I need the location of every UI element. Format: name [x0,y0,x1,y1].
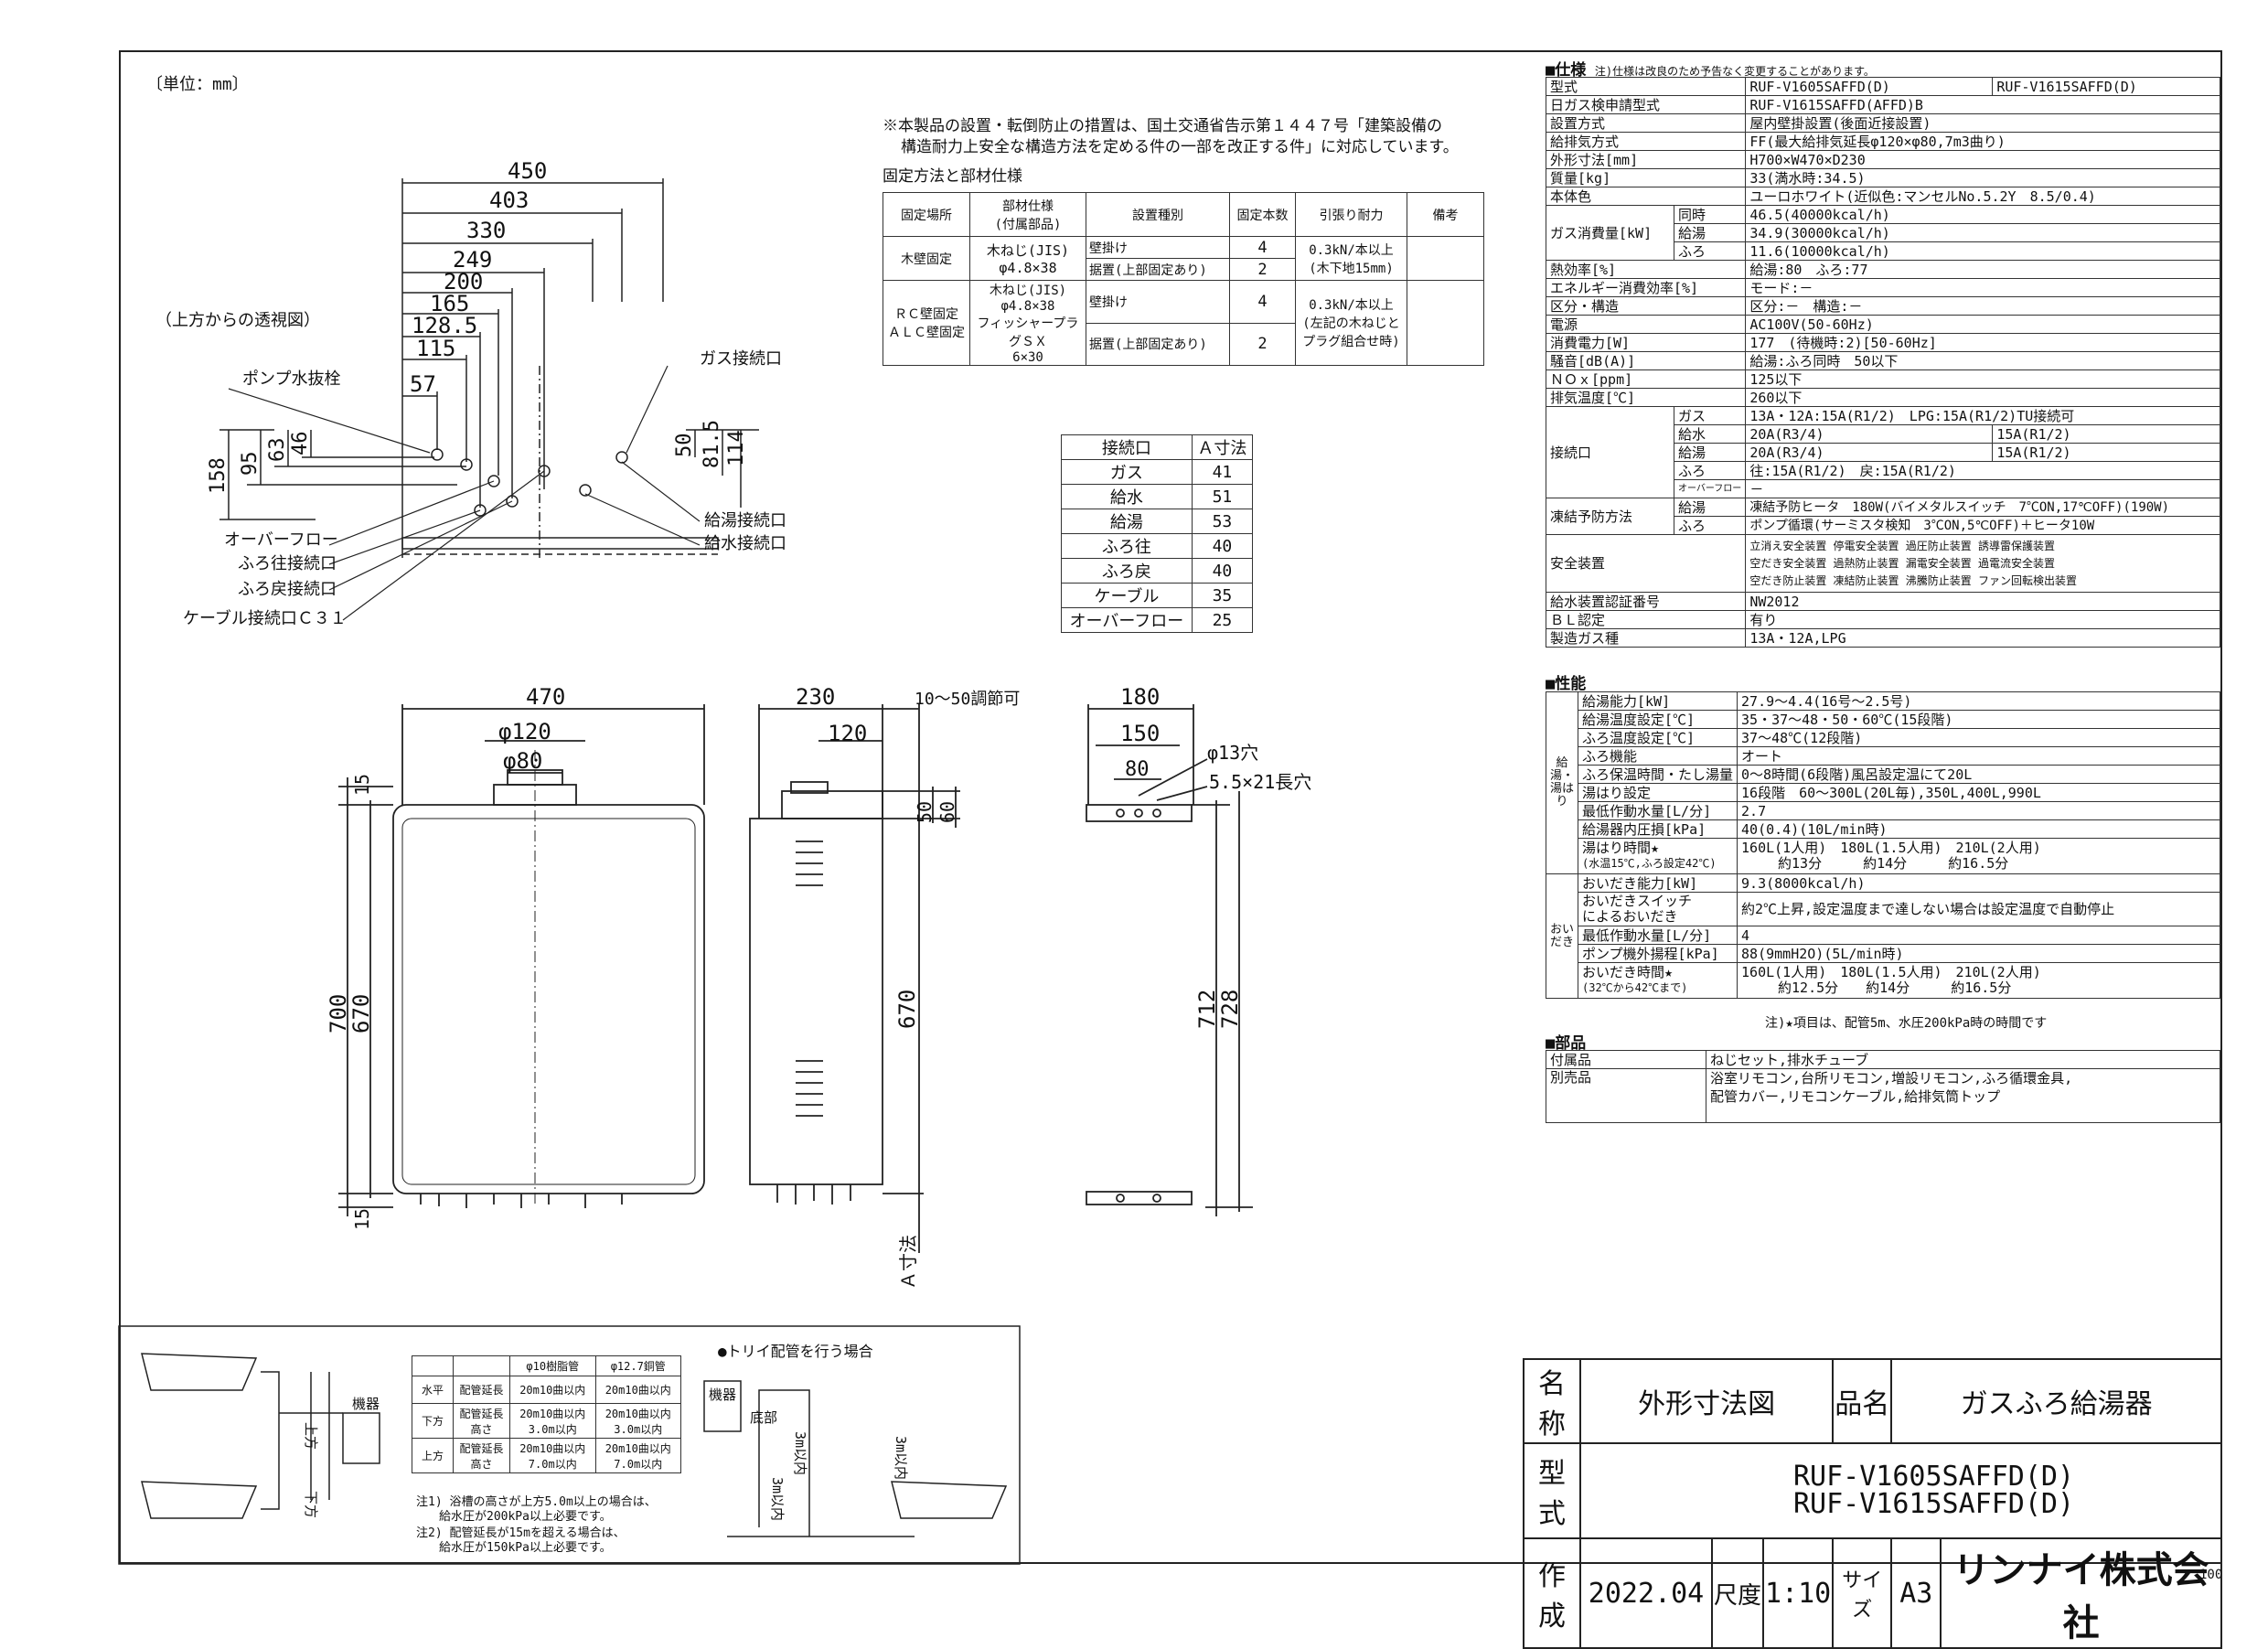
dim-165: 165 [430,291,469,316]
label-water-port: 給水接続口 [704,534,786,553]
svg-text:60: 60 [936,801,958,823]
side-view [749,704,960,1253]
svg-text:給水圧が150kPa以上必要です。: 給水圧が150kPa以上必要です。 [439,1541,612,1555]
svg-text:63: 63 [266,438,289,463]
svg-text:機器: 機器 [352,1396,380,1412]
fixing-table: 固定場所 部材仕様 (付属部品) 設置種別 固定本数 引張り耐力 備考 木壁固定… [883,192,1484,366]
svg-text:150: 150 [1120,721,1160,746]
bracket-dim-labels: 180 150 80 φ13穴 5.5×21長穴 712 728 [1120,684,1311,1029]
label-cable-port: ケーブル接続口Ｃ３１ [183,608,347,628]
svg-text:670: 670 [348,994,374,1033]
dim-249: 249 [453,247,492,273]
svg-text:φ80: φ80 [503,748,542,774]
svg-text:機器: 機器 [709,1387,736,1403]
side-dim-labels: 230 120 10～50調節可 50 60 670 Ａ寸法 [796,684,1020,1290]
bracket-view [1086,704,1253,1216]
svg-text:158: 158 [207,457,230,494]
top-port-labels: ポンプ水抜栓 ガス接続口 オーバーフロー ふろ往接続口 ふろ戻接続口 ケーブル接… [183,349,786,628]
svg-text:φ13穴: φ13穴 [1207,742,1258,764]
label-bath-out: ふろ往接続口 [238,554,337,573]
label-pump-drain: ポンプ水抜栓 [242,369,340,389]
top-dim-labels: 450 403 330 249 200 165 128.5 115 57 [410,158,547,397]
svg-text:下方: 下方 [303,1491,319,1518]
label-gas-port: ガス接続口 [700,349,782,369]
fixing-title: 固定方法と部材仕様 [883,167,1022,186]
top-leaders [228,365,701,621]
drawing-frame [119,50,2222,1564]
svg-text:120: 120 [828,721,867,746]
title-block: 名称 外形寸法図 品名 ガスふろ給湯器 型式 RUF-V1605SAFFD(D)… [1523,1358,2222,1649]
dim-115: 115 [416,336,455,361]
label-hot-port: 給湯接続口 [704,511,786,530]
svg-text:50: 50 [673,434,696,458]
svg-text:給水圧が200kPa以上必要です。: 給水圧が200kPa以上必要です。 [439,1510,612,1524]
svg-text:15: 15 [351,1208,373,1230]
top-view-dims [219,178,759,558]
svg-text:46: 46 [289,432,312,456]
notice-line-2: 構造耐力上安全な構造方法を定める件の一部を改正する件」に対応しています。 [901,138,1459,156]
unit-label: 〔単位：mm〕 [146,75,249,94]
perf-note: 注)★項目は、配管5m、水圧200kPa時の時間です [1765,1016,2048,1031]
dim-403: 403 [489,187,529,213]
svg-text:3m以内: 3m以内 [893,1436,909,1480]
dim-128-5: 128.5 [412,313,477,338]
top-view-label: （上方からの透視図） [155,311,320,330]
svg-text:注2) 配管延長が15mを超える場合は、: 注2) 配管延長が15mを超える場合は、 [416,1526,626,1540]
svg-text:180: 180 [1120,684,1160,710]
dim-450: 450 [508,158,547,184]
top-vdim-labels: 158 95 63 46 50 81.5 114 [207,420,748,494]
dim-200: 200 [444,269,483,294]
parts-title: ■部品 [1546,1034,1587,1053]
svg-text:10～50調節可: 10～50調節可 [915,690,1020,709]
svg-text:230: 230 [796,684,835,710]
svg-text:712: 712 [1194,990,1220,1029]
svg-text:81.5: 81.5 [701,420,723,468]
svg-text:670: 670 [894,990,920,1029]
perf-table: 給湯・湯はり給湯能力[kW]27.9～4.4(16号～2.5号) 給湯温度設定[… [1546,691,2220,999]
front-view [338,704,705,1216]
dim-330: 330 [466,218,506,243]
spec-header: ■仕様 注)仕様は改良のため予告なく変更することがあります。 [1546,61,1875,80]
svg-text:上方: 上方 [303,1422,319,1450]
svg-text:3m以内: 3m以内 [792,1431,808,1475]
svg-text:700: 700 [326,994,351,1033]
svg-text:底部: 底部 [750,1409,777,1426]
svg-text:114: 114 [725,430,748,466]
svg-text:●トリイ配管を行う場合: ●トリイ配管を行う場合 [718,1343,873,1360]
svg-text:95: 95 [239,452,262,476]
front-dim-labels: 470 φ120 φ80 700 670 15 15 [326,684,565,1230]
svg-text:80: 80 [1125,758,1150,781]
label-bath-return: ふろ戻接続口 [238,580,337,599]
svg-text:15: 15 [351,774,373,796]
svg-text:Ａ寸法: Ａ寸法 [897,1235,919,1290]
piping-labels: 機器 上方 下方 ●トリイ配管を行う場合 機器 底部 3m以内 3m以内 3m以… [303,1343,909,1555]
svg-text:470: 470 [526,684,565,710]
label-overflow: オーバーフロー [224,530,338,550]
svg-text:50: 50 [914,801,936,823]
svg-text:φ120: φ120 [498,719,551,744]
svg-text:3m以内: 3m以内 [769,1477,786,1521]
svg-text:5.5×21長穴: 5.5×21長穴 [1209,771,1311,793]
parts-table: 付属品ねじセット,排水チューブ 別売品 浴室リモコン,台所リモコン,増設リモコン… [1546,1050,2220,1123]
perf-title: ■性能 [1546,675,1587,693]
piping-box [118,1325,1021,1565]
svg-text:注1) 浴槽の高さが上方5.0m以上の場合は、: 注1) 浴槽の高さが上方5.0m以上の場合は、 [416,1494,657,1509]
top-view-ports [431,448,628,517]
drawing-canvas: 〔単位：mm〕 （上方からの透視図） ※本製品の設置・転倒防止の措置は、国土交通… [118,75,2222,1582]
notice-line-1: ※本製品の設置・転倒防止の措置は、国土交通省告示第１４４７号「建築設備の [883,117,1442,135]
svg-text:728: 728 [1217,990,1243,1029]
dim-57: 57 [410,371,436,397]
